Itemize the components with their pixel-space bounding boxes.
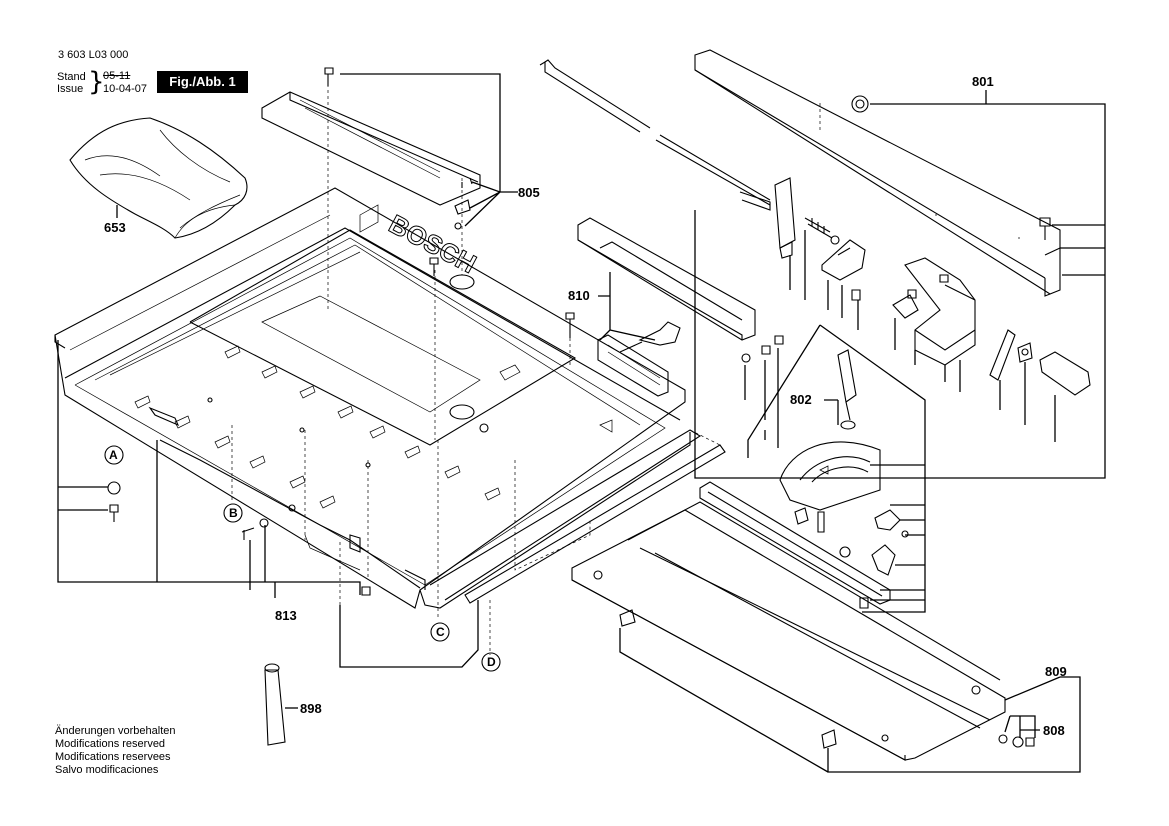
part-653-cover	[69, 117, 248, 239]
label-805: 805	[518, 185, 540, 200]
stand-label: Stand	[57, 71, 86, 83]
guide-rod	[539, 59, 771, 211]
part-898-wedge	[264, 663, 286, 746]
callout-b: B	[229, 506, 238, 520]
embossed-brand-text: BOSCH	[384, 209, 481, 280]
label-809: 809	[1045, 664, 1067, 679]
dashed-guides	[231, 78, 821, 655]
label-808: 808	[1043, 723, 1065, 738]
label-810: 810	[568, 288, 590, 303]
issue-value: 10-04-07	[103, 83, 148, 95]
label-801: 801	[972, 74, 994, 89]
part-810-aux-fence	[577, 217, 784, 397]
fence-clamp-parts	[774, 177, 1091, 396]
note-line: Änderungen vorbehalten	[55, 725, 176, 737]
stand-value: 05-11	[103, 70, 131, 82]
note-line: Modifications reserved	[55, 738, 166, 750]
part-808-screws	[998, 734, 1035, 748]
table-screws	[107, 257, 575, 596]
callout-c: C	[436, 625, 445, 639]
label-813: 813	[275, 608, 297, 623]
part-805-insert-plate	[261, 67, 481, 230]
part-802-miter-gauge	[779, 349, 909, 609]
part-809-extension-table	[571, 501, 1006, 761]
main-table-top	[54, 187, 726, 609]
miter-rail	[699, 481, 891, 605]
label-802: 802	[790, 392, 812, 407]
label-653: 653	[104, 220, 126, 235]
note-line: Salvo modificaciones	[55, 764, 159, 776]
callout-markers	[104, 445, 501, 672]
brace-symbol: }	[88, 67, 105, 97]
document-number: 3 603 L03 000	[58, 49, 129, 61]
leader-lines	[57, 73, 1106, 773]
callout-a: A	[109, 448, 118, 462]
part-801-rip-fence	[694, 49, 1061, 297]
modification-notes: Änderungen vorbehalten Modifications res…	[55, 725, 175, 777]
note-line: Modifications reservees	[55, 751, 171, 763]
figure-label: Fig./Abb. 1	[157, 71, 248, 93]
callout-d: D	[487, 655, 496, 669]
issue-label: Issue	[57, 83, 84, 95]
label-898: 898	[300, 701, 322, 716]
